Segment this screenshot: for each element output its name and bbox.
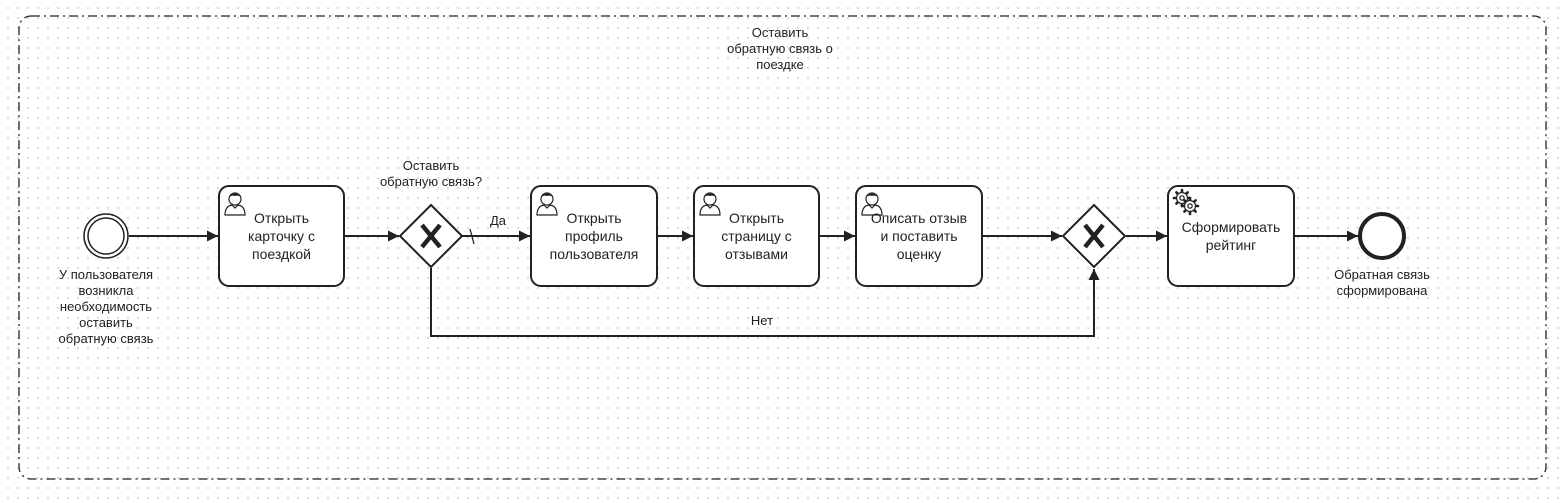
end-event-label: Обратная связь сформирована bbox=[1334, 267, 1430, 298]
start-event-label: У пользователя возникла необходимость ос… bbox=[58, 267, 154, 346]
sequence-flows bbox=[129, 228, 1358, 337]
task-write-review-label: Описать отзыв и поставить оценку bbox=[870, 210, 968, 262]
flow-yes-label: Да bbox=[489, 213, 507, 228]
exclusive-gateway-1[interactable] bbox=[398, 203, 464, 269]
subprocess-title: Оставить обратную связь о поездке bbox=[727, 25, 833, 72]
task-build-rating-label: Сформировать рейтинг bbox=[1181, 219, 1281, 253]
gear-icon bbox=[1172, 188, 1200, 216]
task-open-reviews-page-label: Открыть страницу с отзывами bbox=[721, 210, 792, 262]
x-marker-icon bbox=[1083, 223, 1105, 249]
exclusive-gateway-2[interactable] bbox=[1061, 203, 1127, 269]
task-open-reviews-page[interactable] bbox=[693, 185, 820, 287]
gateway-1-label: Оставить обратную связь? bbox=[379, 158, 483, 189]
task-write-review[interactable] bbox=[855, 185, 983, 287]
end-event[interactable] bbox=[1358, 212, 1406, 260]
start-event[interactable] bbox=[83, 213, 129, 259]
task-build-rating[interactable] bbox=[1167, 185, 1295, 287]
task-open-user-profile[interactable] bbox=[530, 185, 658, 287]
flow-yes-default-marker bbox=[469, 228, 475, 245]
task-open-user-profile-label: Открыть профиль пользователя bbox=[549, 210, 639, 262]
flow-no-label: Нет bbox=[750, 313, 774, 328]
subprocess-frame[interactable] bbox=[18, 15, 1547, 480]
x-marker-icon bbox=[420, 223, 442, 249]
task-open-trip-card-label: Открыть карточку с поездкой bbox=[248, 210, 315, 262]
task-open-trip-card[interactable] bbox=[218, 185, 345, 287]
flow-gateway1-no[interactable] bbox=[430, 268, 1100, 337]
